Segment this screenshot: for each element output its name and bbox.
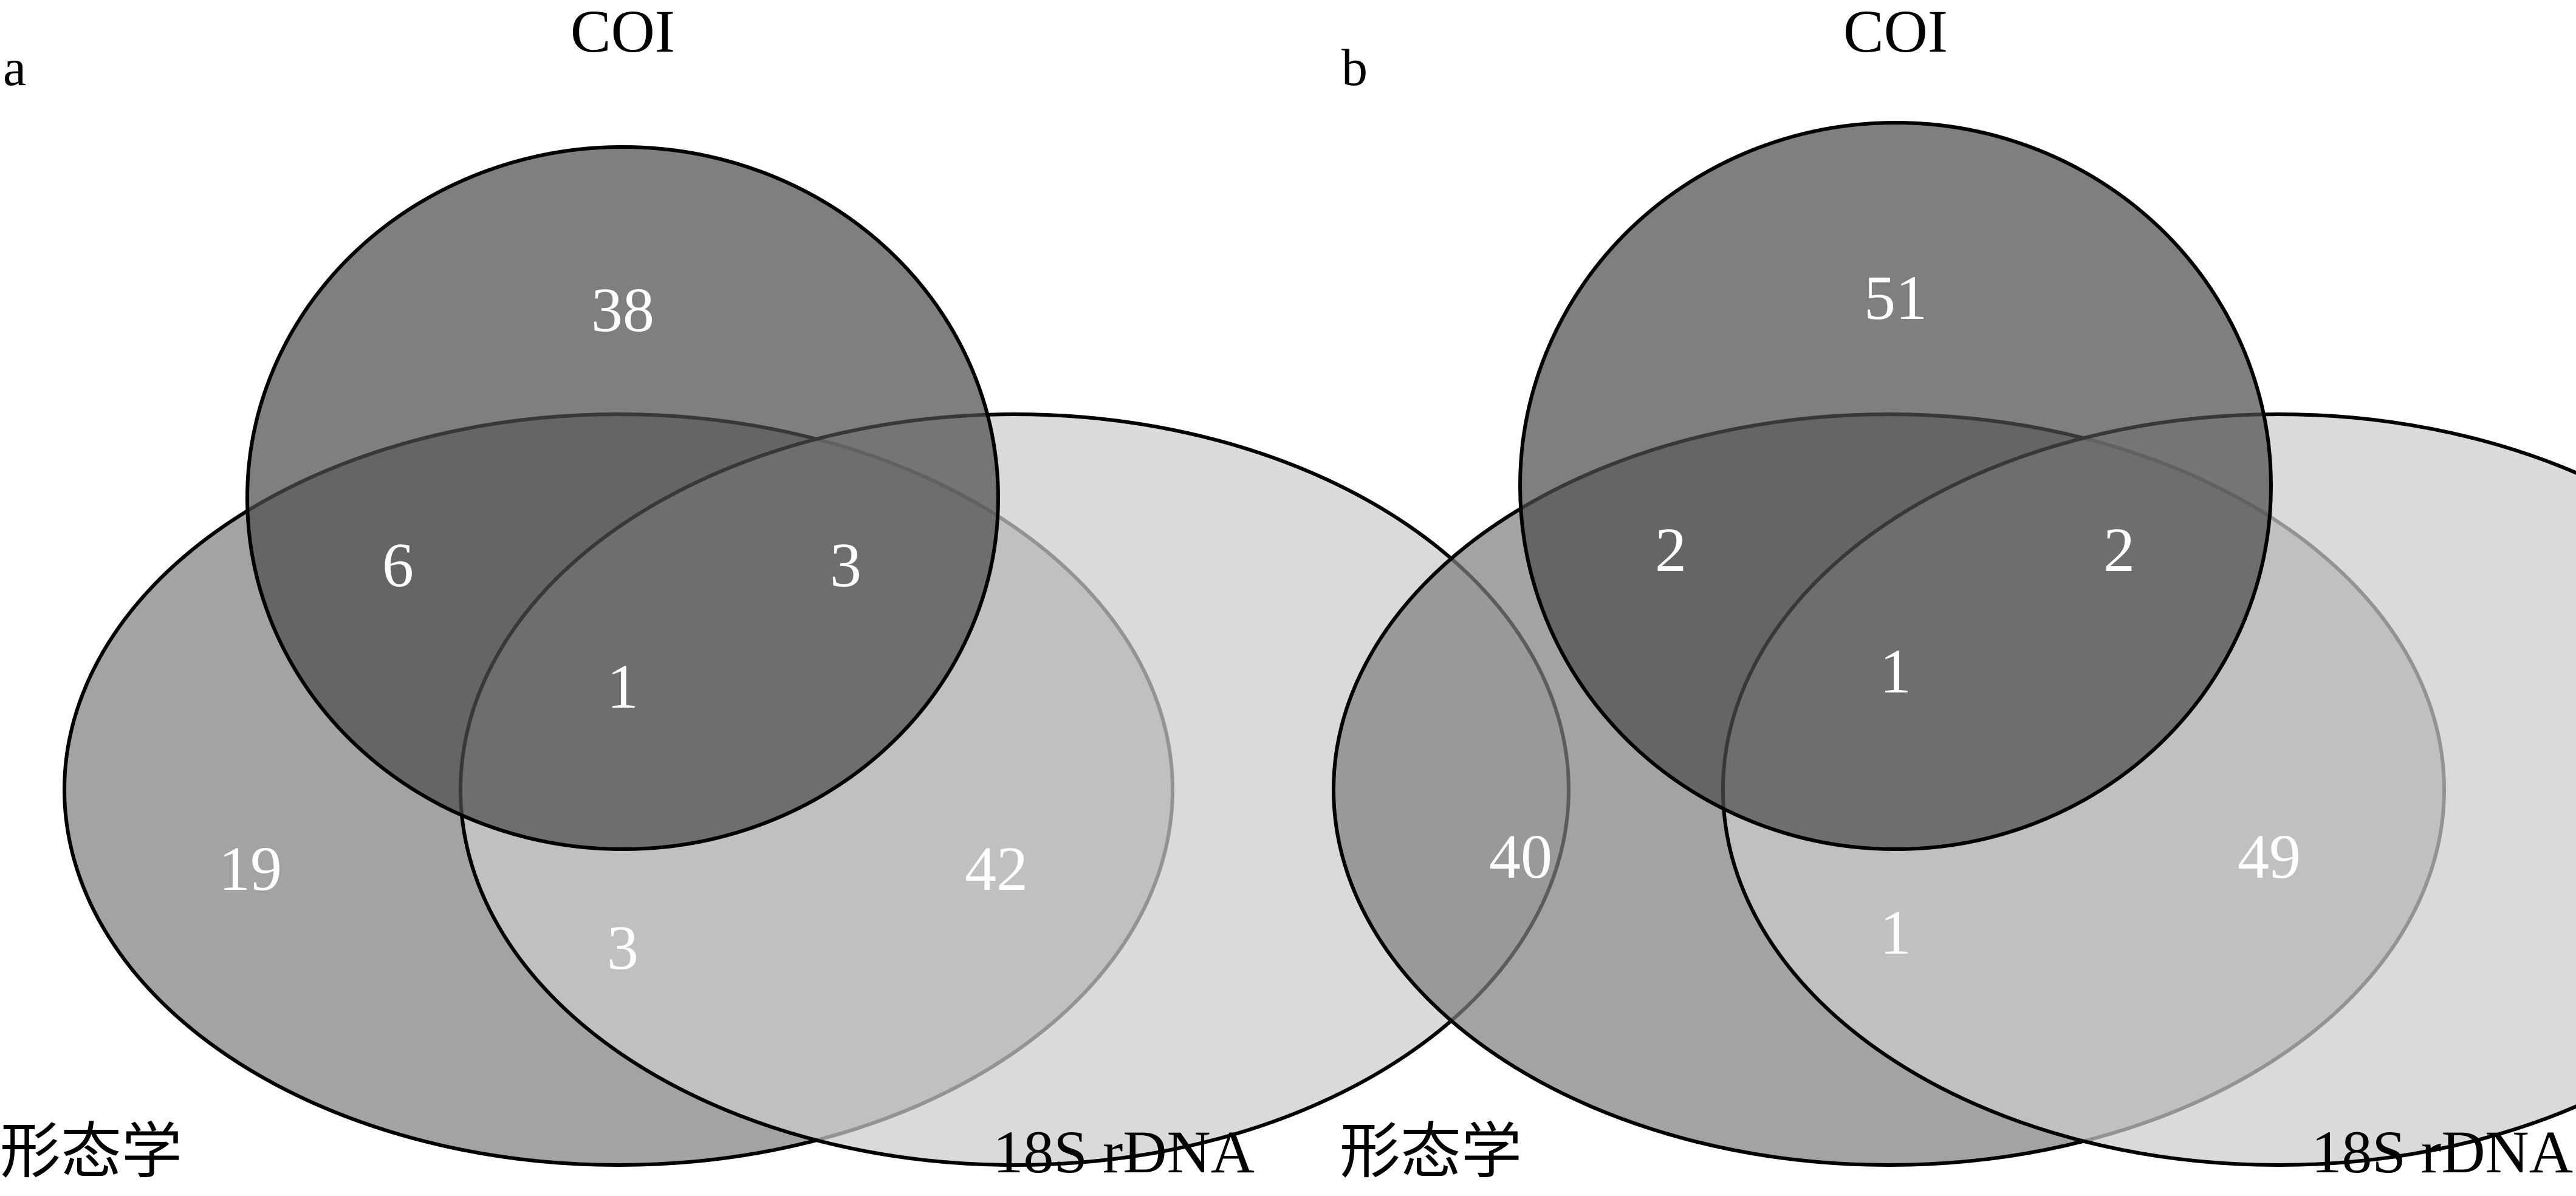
morphology-only-count-b: 40 [1489,822,1552,892]
coi-rdna-count-a: 3 [830,530,862,600]
rdna-set-label-b: 18S rDNA [2311,1118,2573,1186]
morphology-rdna-count-b: 1 [1880,898,1911,968]
coi-rdna-count-b: 2 [2103,515,2135,585]
all-three-count-b: 1 [1880,637,1911,706]
coi-only-count-a: 38 [591,275,654,345]
venn-panel-a: a COI 形态学 18S rDNA 38 6 3 1 19 42 3 [0,0,1571,1186]
rdna-only-count-a: 42 [965,834,1028,904]
coi-set-label-a: COI [570,0,675,65]
morphology-only-count-a: 19 [219,834,282,904]
rdna-only-count-b: 49 [2238,822,2301,892]
morphology-set-label-b: 形态学 [1340,1118,1522,1186]
coi-morphology-count-b: 2 [1655,515,1687,585]
morphology-set-label-a: 形态学 [0,1118,182,1186]
all-three-count-a: 1 [607,652,639,722]
coi-only-count-b: 51 [1864,263,1927,333]
panel-letter-b: b [1341,38,1368,97]
coi-set-circle-b [1518,121,2273,851]
venn-panel-b: b COI 形态学 18S rDNA 51 2 2 1 40 49 1 [1332,0,2576,1186]
panel-letter-a: a [3,38,26,97]
coi-set-label-b: COI [1843,0,1948,65]
morphology-rdna-count-a: 3 [607,913,639,983]
rdna-set-label-a: 18S rDNA [993,1118,1255,1186]
coi-set-circle-a [245,145,1000,851]
coi-morphology-count-a: 6 [382,530,414,600]
